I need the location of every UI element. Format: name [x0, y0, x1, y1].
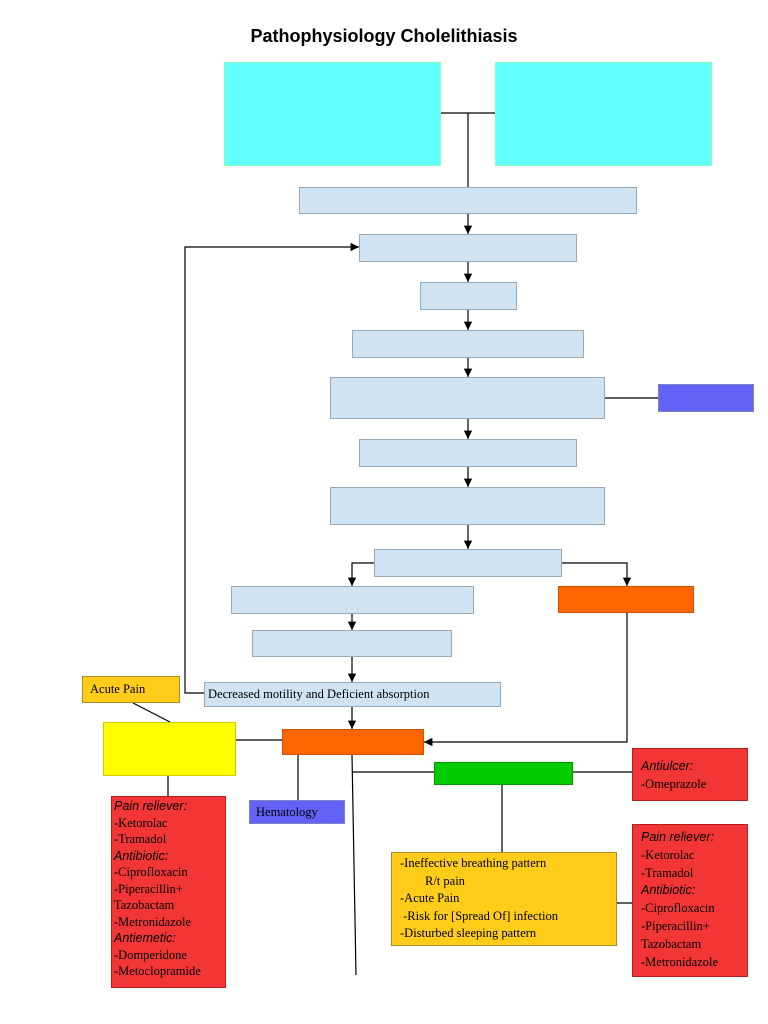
medication-item: -Tramadol [114, 832, 167, 846]
cause-box-left [224, 62, 441, 166]
hematology-box: Hematology [249, 800, 345, 824]
decreased-motility-box: Decreased motility and Deficient absorpt… [204, 682, 501, 707]
medication-category: Antiulcer: [641, 759, 694, 773]
flow-box-10 [252, 630, 452, 657]
management-box-green [434, 762, 573, 785]
medication-category: Pain reliever: [114, 799, 187, 813]
flow-box-5 [330, 377, 605, 419]
medication-item: -Metronidazole [641, 954, 719, 969]
medication-item: -Omeprazole [641, 777, 707, 791]
medication-category: Antibiotic: [114, 848, 169, 863]
medication-item: -Metronidazole [114, 914, 192, 929]
antiulcer-box: Antiulcer: -Omeprazole [632, 748, 748, 801]
medication-category: Antibiotic: [641, 883, 696, 898]
decreased-motility-label: Decreased motility and Deficient absorpt… [208, 687, 430, 701]
flow-box-9 [231, 586, 474, 614]
symptom-box-yellow [103, 722, 236, 776]
nursing-diagnosis-item: -Risk for [Spread Of] infection [400, 908, 558, 923]
medication-category: Pain reliever: [641, 830, 714, 844]
medication-item: -Ciprofloxacin [641, 901, 715, 916]
hematology-label: Hematology [256, 805, 318, 819]
flow-box-4 [352, 330, 584, 358]
flow-box-2 [359, 234, 577, 262]
nursing-diagnosis-item: -Ineffective breathing pattern [400, 856, 547, 870]
flow-box-1 [299, 187, 637, 214]
medication-item: -Piperacillin+ [114, 881, 183, 896]
central-problem-box [282, 729, 424, 755]
flow-box-7 [330, 487, 605, 525]
side-box-blue [658, 384, 754, 412]
flow-box-8 [374, 549, 562, 577]
acute-pain-box: Acute Pain [82, 676, 180, 703]
medication-item: -Piperacillin+ [641, 918, 710, 933]
nursing-diagnosis-item: -Disturbed sleeping pattern [400, 926, 537, 940]
flow-box-6 [359, 439, 577, 467]
medication-item: -Ketorolac [641, 847, 695, 862]
medication-item: -Tramadol [641, 865, 694, 880]
nursing-diagnosis-box: -Ineffective breathing pattern R/t pain -… [391, 852, 617, 946]
nursing-diagnosis-item: R/t pain [400, 873, 465, 888]
medication-item: Tazobactam [641, 936, 702, 951]
complication-box-right [558, 586, 694, 613]
cause-box-right [495, 62, 712, 166]
nursing-diagnosis-item: -Acute Pain [400, 891, 460, 905]
medication-item: -Domperidone [114, 947, 187, 962]
medication-item: -Ciprofloxacin [114, 865, 188, 879]
medication-item: Tazobactam [114, 898, 175, 912]
acute-pain-label: Acute Pain [90, 682, 146, 696]
medication-item: -Ketorolac [114, 815, 168, 830]
flow-box-3 [420, 282, 517, 310]
page-title: Pathophysiology Cholelithiasis [250, 26, 518, 46]
medication-category: Antiemetic: [114, 931, 176, 945]
medication-item: -Metoclopramide [114, 964, 201, 978]
